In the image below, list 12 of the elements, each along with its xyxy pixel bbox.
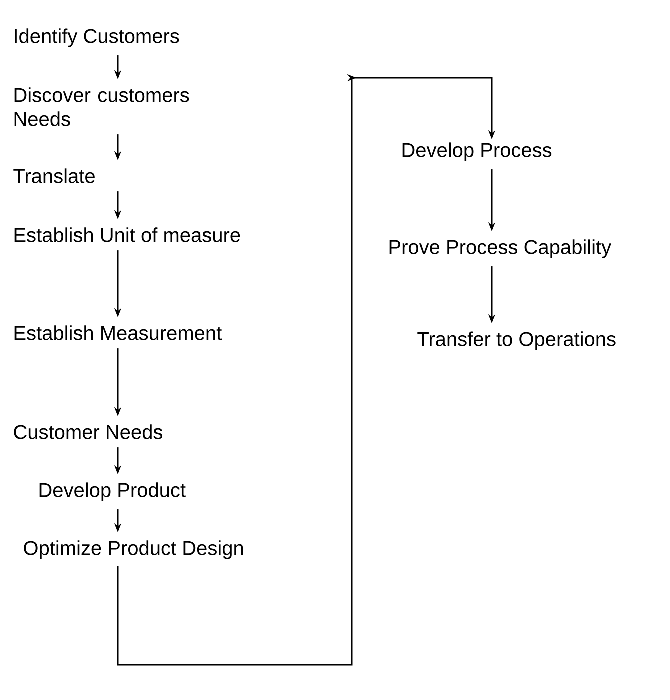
step-text: Establish Unit of measure (14, 228, 240, 242)
step-text: Translate (14, 168, 95, 184)
step-text: Customer Needs (14, 424, 162, 440)
step-text: Develop Process (402, 142, 552, 162)
step-text: Identify Customers (15, 28, 180, 48)
step-text: Transfer to Operations (418, 332, 616, 350)
step-text: Prove Process Capability (390, 240, 612, 258)
step-text: Optimize Product Design (24, 540, 244, 560)
arrow (117, 74, 496, 666)
step-text: Establish Measurement (14, 326, 222, 340)
step-text: Develop Product (40, 482, 186, 502)
step-text: Discover customers Needs (14, 88, 190, 126)
